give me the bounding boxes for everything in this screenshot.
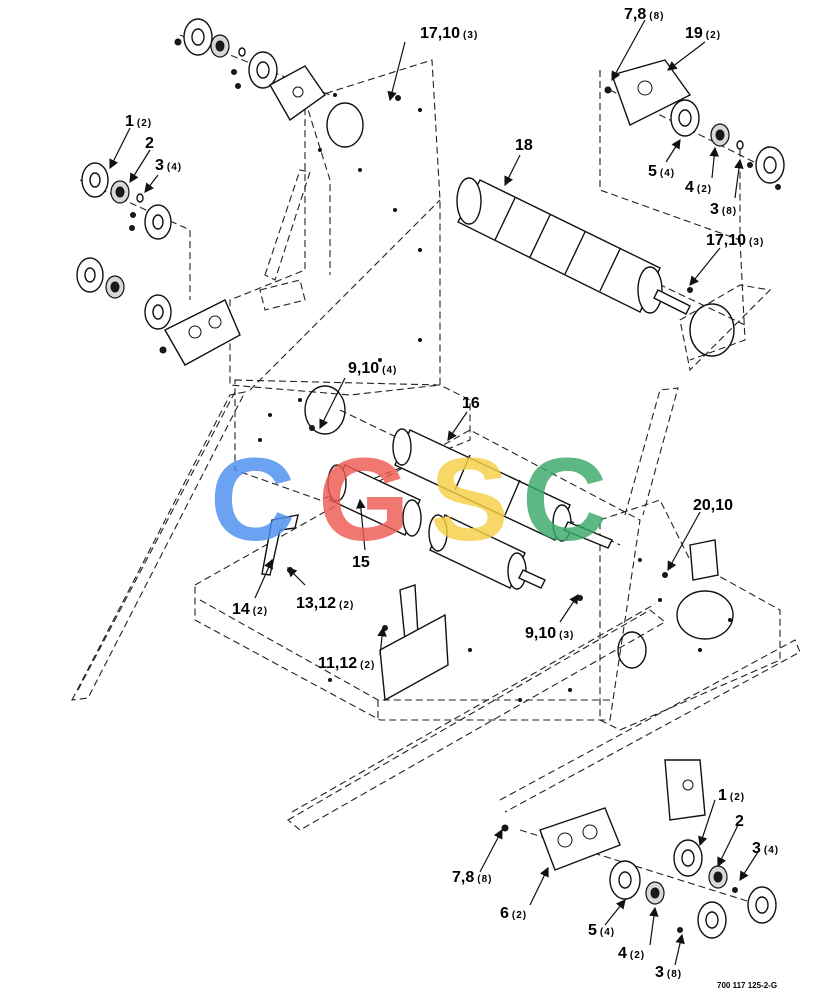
leader-arrows xyxy=(109,19,759,966)
callout-3-left: 3(4) xyxy=(155,157,182,174)
callout-labels: 17,10(3) 7,8(8) 19(2) 1(2) 2 3(4) 18 5(4… xyxy=(125,6,779,990)
watermark-letter-s: S xyxy=(430,434,509,566)
watermark: C G S C xyxy=(210,434,607,566)
callout-17-10-right: 17,10(3) xyxy=(706,232,764,249)
callout-7-8-bottom: 7,8(8) xyxy=(452,869,492,886)
roller-18 xyxy=(456,177,746,326)
callout-4-top: 4(2) xyxy=(685,179,712,196)
callout-16: 16 xyxy=(462,395,480,412)
watermark-letter-c2: C xyxy=(522,434,607,566)
callout-11-12: 11,12(2) xyxy=(318,655,375,672)
callout-5-bottom: 5(4) xyxy=(588,922,615,939)
callout-2-left: 2 xyxy=(145,135,154,152)
callout-3-bottom-right: 3(4) xyxy=(752,840,779,857)
callout-3-top: 3(8) xyxy=(710,201,737,218)
callout-6: 6(2) xyxy=(500,905,527,922)
callout-7-8-top: 7,8(8) xyxy=(624,6,664,23)
callout-5-top: 5(4) xyxy=(648,163,675,180)
callout-17-10-top: 17,10(3) xyxy=(420,25,478,42)
bearing-assembly-top-right xyxy=(604,59,785,190)
roller-16 xyxy=(339,409,621,549)
callout-18: 18 xyxy=(515,137,533,154)
callout-14: 14(2) xyxy=(232,601,268,618)
callout-15: 15 xyxy=(352,554,370,571)
callout-19: 19(2) xyxy=(685,25,721,42)
callout-9-10-lower: 9,10(3) xyxy=(525,625,574,642)
drawing-code: 700 117 125-2-G xyxy=(717,981,777,990)
watermark-letter-c1: C xyxy=(210,434,295,566)
callout-20-10: 20,10 xyxy=(693,497,733,514)
callout-1-left: 1(2) xyxy=(125,113,152,130)
callout-1-bottom: 1(2) xyxy=(718,787,745,804)
bearing-assembly-left xyxy=(76,162,241,366)
callout-2-bottom: 2 xyxy=(735,813,744,830)
bearing-assembly-bottom-right xyxy=(501,807,777,939)
roller-15 xyxy=(327,464,546,590)
frame-members xyxy=(71,59,801,831)
callout-3-bottom: 3(8) xyxy=(655,964,682,981)
watermark-letter-g: G xyxy=(318,434,410,566)
callout-4-bottom: 4(2) xyxy=(618,945,645,962)
callout-9-10-upper: 9,10(4) xyxy=(348,360,397,377)
callout-13-12: 13,12(2) xyxy=(296,595,354,612)
bearing-assembly-top-left xyxy=(174,18,331,122)
